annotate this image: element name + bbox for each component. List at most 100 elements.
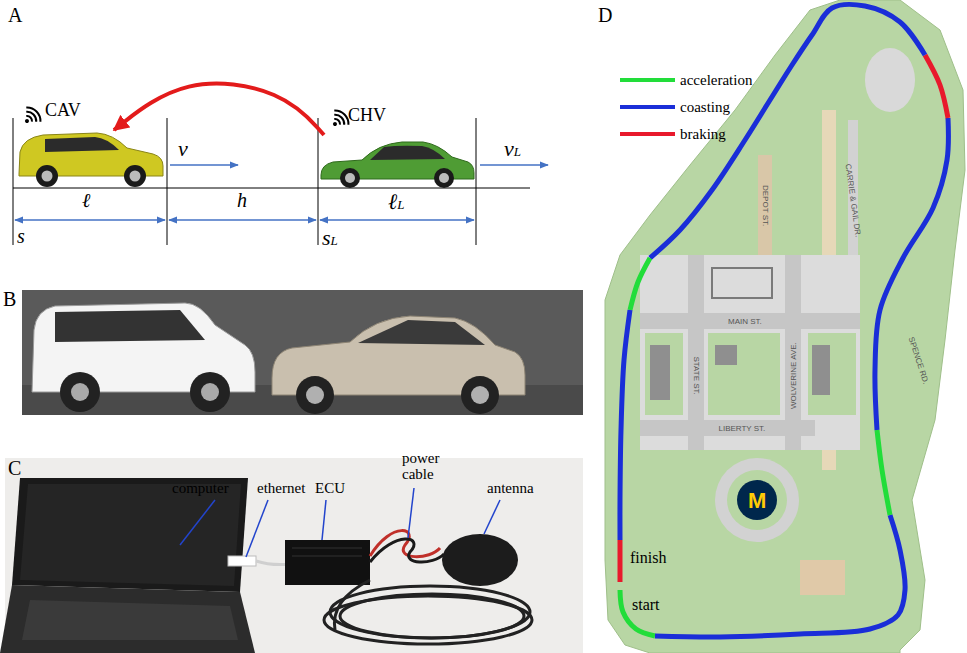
hardware-photo xyxy=(442,534,518,586)
legend-item: acceleration xyxy=(620,69,820,91)
vehicle-photo xyxy=(471,386,489,404)
wifi-icon xyxy=(332,121,338,127)
test-track-map xyxy=(688,255,704,450)
wifi-icon xyxy=(19,104,44,129)
vehicle-photo xyxy=(60,372,100,412)
vehicle-photo xyxy=(201,383,219,401)
part-label: antenna xyxy=(487,480,534,497)
hardware-photo xyxy=(334,580,370,630)
length-symbol: ℓL xyxy=(388,189,404,214)
vehicle-rim xyxy=(345,173,355,183)
test-track-map xyxy=(715,345,737,365)
speed-symbol: vL xyxy=(504,136,521,161)
track-segment xyxy=(925,55,948,118)
street-name: SPENCE RD. xyxy=(906,335,930,384)
track-segment xyxy=(620,310,630,540)
part-label: ethernet xyxy=(257,480,305,497)
test-track-map xyxy=(737,480,777,520)
hardware-photo xyxy=(0,585,255,653)
reference-line xyxy=(13,118,14,245)
wifi-icon xyxy=(24,118,30,124)
test-track-map xyxy=(785,255,801,450)
hardware-photo xyxy=(292,548,362,556)
position-symbol: s xyxy=(17,225,25,248)
panel-letter: D xyxy=(598,4,612,27)
vehicle-rim xyxy=(130,171,141,182)
vehicle-photo xyxy=(296,376,334,414)
panel-letter: A xyxy=(8,4,22,27)
legend-item: braking xyxy=(620,123,820,145)
street-name: LIBERTY ST. xyxy=(719,424,766,433)
hardware-photo xyxy=(22,600,238,640)
legend-item: coasting xyxy=(620,96,820,118)
hardware-photo xyxy=(324,596,532,644)
street-name: DEPOT ST. xyxy=(761,184,770,225)
reference-line xyxy=(318,118,319,245)
vehicle-window xyxy=(370,146,445,160)
vehicle-label: CAV xyxy=(45,100,81,121)
track-segment xyxy=(650,4,925,258)
hardware-photo xyxy=(0,458,583,653)
leader-line xyxy=(180,500,215,545)
route-marker: start xyxy=(632,596,660,614)
velocity-arrow xyxy=(480,164,548,165)
dimension-arrow xyxy=(15,219,165,220)
legend-text: coasting xyxy=(680,96,730,118)
panel-letter: C xyxy=(8,457,21,480)
panel-a-drawing xyxy=(13,104,548,245)
vehicle-photo xyxy=(22,290,583,415)
reference-line xyxy=(13,188,530,189)
vehicle-wheel xyxy=(434,168,454,188)
hardware-photo xyxy=(324,580,532,644)
test-track-map xyxy=(712,268,772,298)
dimension-arrow xyxy=(15,219,474,220)
legend-swatch xyxy=(620,105,675,109)
hardware-photo xyxy=(5,458,583,653)
vehicle-wheel xyxy=(36,165,58,187)
test-track-map xyxy=(640,313,860,329)
track-segment xyxy=(630,258,650,310)
part-label: power cable xyxy=(402,451,446,483)
vehicle-photo xyxy=(55,310,205,342)
hardware-photo xyxy=(12,478,248,592)
hardware-photo xyxy=(285,540,370,585)
vehicle-photo xyxy=(71,383,89,401)
wifi-icon xyxy=(26,115,33,122)
test-track-map xyxy=(812,345,830,395)
vehicle-photo xyxy=(306,386,324,404)
panel-letter: B xyxy=(3,288,16,311)
test-track-map xyxy=(865,48,915,112)
vehicle-photo xyxy=(461,376,499,414)
legend-swatch xyxy=(620,132,675,136)
vehicle-wheel xyxy=(124,165,146,187)
leader-line xyxy=(246,500,268,557)
reference-line xyxy=(476,118,477,245)
test-track-map xyxy=(758,155,772,255)
headway-symbol: h xyxy=(237,189,247,212)
reference-line xyxy=(167,118,168,245)
hardware-photo xyxy=(292,548,362,549)
vehicle-shape xyxy=(15,130,165,188)
hardware-photo xyxy=(330,586,530,638)
track-segment xyxy=(877,430,890,515)
track-segment xyxy=(655,515,905,637)
test-track-map xyxy=(605,0,965,653)
test-track-map xyxy=(605,0,965,653)
vehicle-label: CHV xyxy=(348,105,386,126)
vehicle-node: CAV xyxy=(15,130,165,188)
speed-symbol: v xyxy=(178,136,188,161)
test-track-map xyxy=(715,458,799,542)
velocity-arrow xyxy=(170,164,238,165)
street-name: WOLVERINE AVE. xyxy=(788,342,797,409)
vehicle-window xyxy=(45,137,119,152)
track-route xyxy=(620,4,948,637)
route-marker: finish xyxy=(630,549,666,567)
track-segment xyxy=(875,118,948,430)
position-symbol: sL xyxy=(322,225,338,250)
logo-letter: M xyxy=(748,488,766,513)
track-segment xyxy=(618,540,623,582)
hardware-photo xyxy=(370,539,444,562)
leader-line xyxy=(408,488,414,538)
